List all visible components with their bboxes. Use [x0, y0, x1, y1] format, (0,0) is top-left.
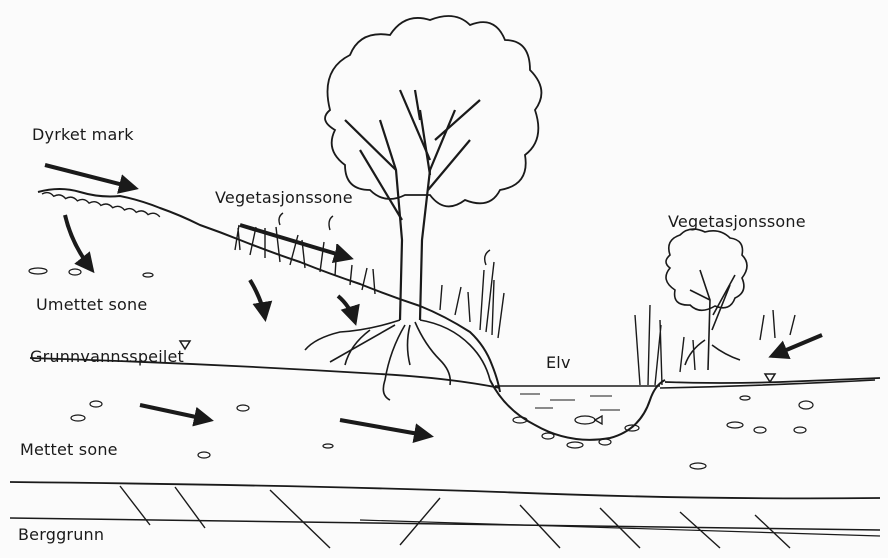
river-channel [490, 380, 665, 440]
bedrock-upper-line [10, 482, 880, 498]
label-unsaturated-zone: Umettet sone [36, 295, 147, 314]
river-ripples [520, 394, 620, 410]
small-tree [666, 229, 747, 370]
tree-crown [325, 16, 541, 206]
riparian-grass-right [635, 305, 795, 385]
label-vegetation-zone-right: Vegetasjonssone [668, 212, 806, 231]
label-river: Elv [546, 353, 571, 372]
flow-arrows [45, 165, 822, 436]
bedrock-cracks [120, 486, 790, 548]
riparian-grass-left [235, 213, 504, 338]
vegetation-flow-arrow [240, 225, 350, 258]
fish-icon [575, 416, 602, 424]
label-vegetation-zone-left: Vegetasjonssone [215, 188, 353, 207]
right-inflow-arrow [772, 335, 822, 356]
label-groundwater-table: Grunnvannsspeilet [30, 347, 184, 366]
bedrock-lower-line [10, 518, 880, 530]
water-table-marker-right [765, 374, 775, 382]
tree-roots [305, 320, 490, 400]
surface-runoff-arrow [45, 165, 135, 188]
groundwater-flow-arrow-2 [340, 420, 430, 436]
infiltration-arrow-3 [338, 296, 355, 322]
groundwater-table-line-right [660, 380, 875, 388]
infiltration-arrow-2 [250, 280, 265, 318]
label-saturated-zone: Mettet sone [20, 440, 118, 459]
label-cultivated-land: Dyrket mark [32, 125, 134, 144]
label-bedrock: Berggrunn [18, 525, 104, 544]
infiltration-arrow-1 [65, 215, 92, 270]
groundwater-flow-arrow-1 [140, 405, 210, 420]
